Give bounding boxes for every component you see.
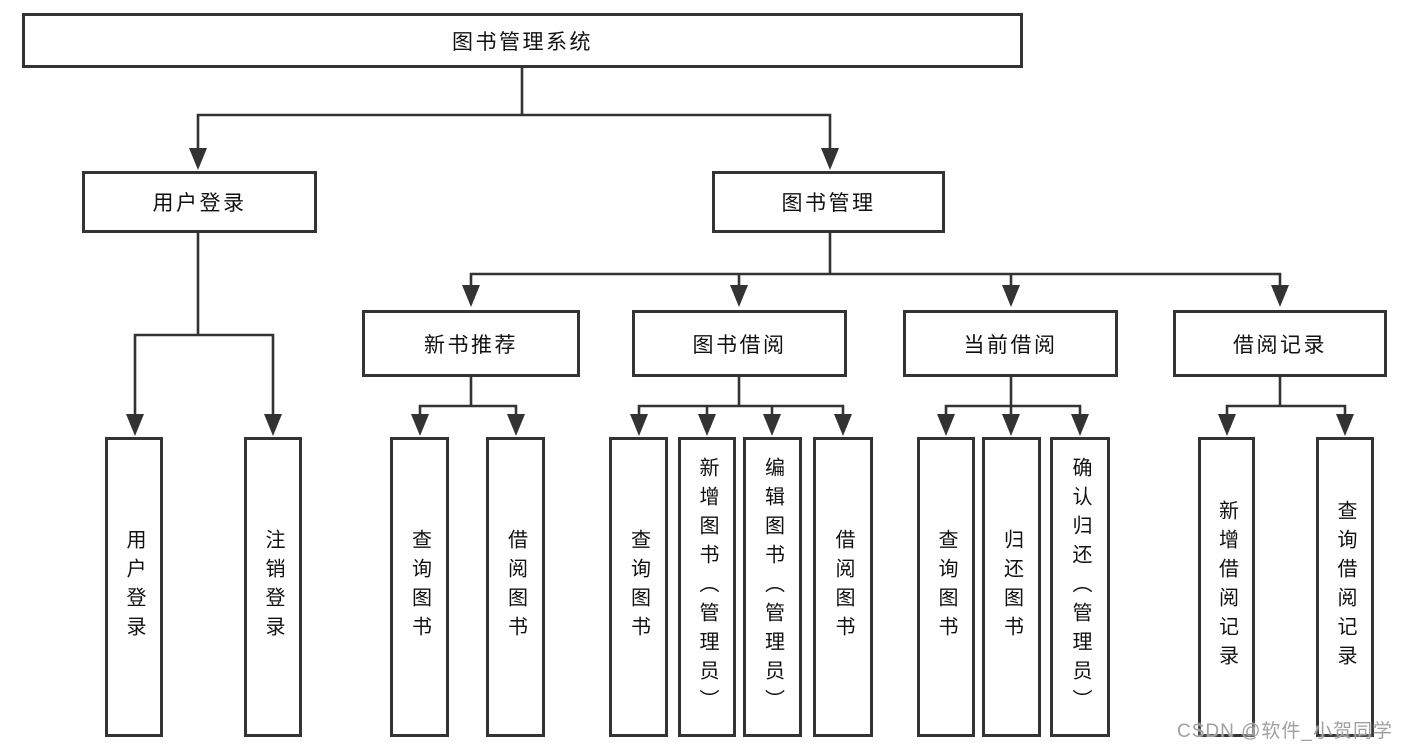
leaf-logout-label: 注销登录 — [262, 529, 284, 645]
leaf-query-books-current-label: 查询图书 — [935, 529, 957, 645]
leaf-query-borrow-record-label: 查询借阅记录 — [1334, 500, 1356, 674]
leaf-return-books-label: 归还图书 — [1000, 529, 1023, 645]
leaf-query-books-borrow: 查询图书 — [609, 437, 668, 737]
leaf-add-borrow-record: 新增借阅记录 — [1198, 437, 1255, 737]
connector-borrow-records-to-leaves — [1218, 375, 1354, 436]
leaf-add-books-admin: 新增图书（管理员） — [678, 437, 736, 737]
watermark: CSDN @软件_小贺同学 — [1177, 721, 1393, 742]
leaf-user-login-label: 用户登录 — [123, 529, 145, 645]
node-user-login: 用户登录 — [82, 171, 317, 233]
node-book-management: 图书管理 — [712, 171, 945, 233]
leaf-user-login: 用户登录 — [105, 437, 163, 737]
node-root-system-label: 图书管理系统 — [452, 30, 593, 54]
leaf-edit-books-admin: 编辑图书（管理员） — [743, 437, 802, 737]
leaf-query-books-current: 查询图书 — [917, 437, 975, 737]
leaf-edit-books-admin-label: 编辑图书（管理员） — [761, 456, 784, 718]
leaf-borrow-books-recommend: 借阅图书 — [486, 437, 545, 737]
leaf-borrow-books-recommend-label: 借阅图书 — [504, 529, 527, 645]
leaf-confirm-return-admin: 确认归还（管理员） — [1050, 437, 1110, 737]
connector-root-to-level2 — [189, 66, 839, 170]
leaf-borrow-books: 借阅图书 — [813, 437, 873, 737]
leaf-query-borrow-record: 查询借阅记录 — [1316, 437, 1374, 737]
node-current-borrow: 当前借阅 — [903, 310, 1118, 377]
leaf-return-books: 归还图书 — [982, 437, 1041, 737]
node-book-borrow: 图书借阅 — [632, 310, 847, 377]
leaf-query-books-recommend-label: 查询图书 — [408, 529, 431, 645]
node-book-borrow-label: 图书借阅 — [692, 333, 787, 357]
leaf-logout: 注销登录 — [244, 437, 302, 737]
node-new-book-recommend: 新书推荐 — [362, 310, 580, 377]
node-user-login-label: 用户登录 — [152, 192, 247, 215]
leaf-add-books-admin-label: 新增图书（管理员） — [696, 456, 718, 718]
connector-new-book-to-leaves — [411, 376, 525, 436]
connector-book-management-to-level3 — [462, 231, 1289, 307]
connector-current-borrow-to-leaves — [937, 375, 1089, 436]
node-book-management-label: 图书管理 — [781, 192, 876, 215]
leaf-add-borrow-record-label: 新增借阅记录 — [1215, 500, 1238, 674]
leaf-confirm-return-admin-label: 确认归还（管理员） — [1069, 456, 1091, 718]
node-new-book-recommend-label: 新书推荐 — [424, 333, 518, 357]
connector-user-login-to-leaves — [126, 231, 282, 436]
connector-book-borrow-to-leaves — [630, 375, 852, 436]
leaf-query-books-recommend: 查询图书 — [390, 437, 449, 737]
leaf-borrow-books-label: 借阅图书 — [832, 529, 854, 645]
node-current-borrow-label: 当前借阅 — [963, 333, 1058, 357]
node-root-system: 图书管理系统 — [22, 13, 1023, 68]
node-borrow-records-label: 借阅记录 — [1233, 333, 1327, 357]
leaf-query-books-borrow-label: 查询图书 — [627, 529, 650, 645]
node-borrow-records: 借阅记录 — [1173, 310, 1387, 377]
